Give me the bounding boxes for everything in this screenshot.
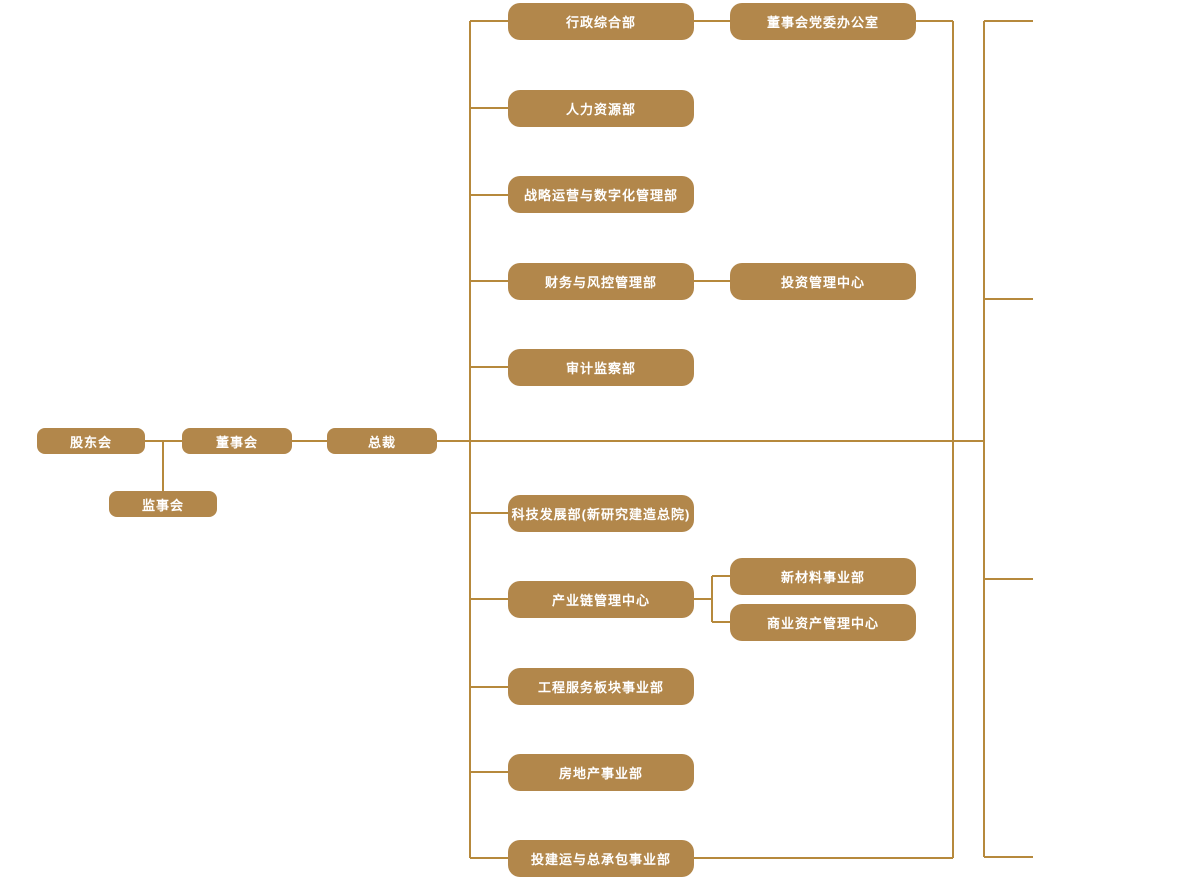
- trunk-branch-hr: [470, 107, 508, 109]
- org-node-engineering-service-dept: 工程服务板块事业部: [508, 668, 694, 705]
- right-stub-3: [984, 578, 1033, 580]
- edge-to-commercial-assets: [712, 621, 730, 623]
- org-node-commercial-assets-center: 商业资产管理中心: [730, 604, 916, 641]
- edge-supervisory-drop: [162, 441, 164, 491]
- edge-admin-party-office: [694, 20, 730, 22]
- right-rail-inner: [952, 21, 954, 858]
- trunk-branch-strategy: [470, 194, 508, 196]
- org-node-tech-development-dept: 科技发展部(新研究建造总院): [508, 495, 694, 532]
- org-node-audit-supervision-dept: 审计监察部: [508, 349, 694, 386]
- trunk-branch-admin: [470, 20, 508, 22]
- org-node-finance-risk-dept: 财务与风控管理部: [508, 263, 694, 300]
- org-node-industry-chain-center: 产业链管理中心: [508, 581, 694, 618]
- trunk-branch-engineering: [470, 686, 508, 688]
- org-node-real-estate-dept: 房地产事业部: [508, 754, 694, 791]
- trunk-branch-audit: [470, 366, 508, 368]
- right-stub-1: [984, 20, 1033, 22]
- trunk-branch-finance: [470, 280, 508, 282]
- org-node-human-resources-dept: 人力资源部: [508, 90, 694, 127]
- left-trunk: [469, 21, 471, 858]
- trunk-branch-real-estate: [470, 771, 508, 773]
- trunk-branch-tech: [470, 512, 508, 514]
- edge-party-office-right-rail: [916, 20, 953, 22]
- org-node-shareholders-meeting: 股东会: [37, 428, 145, 454]
- edge-finance-investment: [694, 280, 730, 282]
- right-stub-4: [984, 856, 1033, 858]
- right-rail-outer: [983, 21, 985, 857]
- edge-epc-right-rail: [694, 857, 953, 859]
- org-node-president: 总裁: [327, 428, 437, 454]
- org-node-investment-mgmt-center: 投资管理中心: [730, 263, 916, 300]
- org-node-supervisory-board: 监事会: [109, 491, 217, 517]
- org-node-strategy-digital-dept: 战略运营与数字化管理部: [508, 176, 694, 213]
- trunk-branch-epc: [470, 857, 508, 859]
- edge-directors-president: [292, 440, 327, 442]
- org-node-epc-operations-dept: 投建运与总承包事业部: [508, 840, 694, 877]
- org-node-board-of-directors: 董事会: [182, 428, 292, 454]
- edge-to-new-materials: [712, 575, 730, 577]
- org-node-admin-general-dept: 行政综合部: [508, 3, 694, 40]
- org-node-board-party-office: 董事会党委办公室: [730, 3, 916, 40]
- edge-industry-chain-split: [694, 598, 712, 600]
- trunk-branch-industry-chain: [470, 598, 508, 600]
- president-spine: [437, 440, 984, 442]
- org-node-new-materials-dept: 新材料事业部: [730, 558, 916, 595]
- industry-chain-children-trunk: [711, 576, 713, 622]
- right-stub-2: [984, 298, 1033, 300]
